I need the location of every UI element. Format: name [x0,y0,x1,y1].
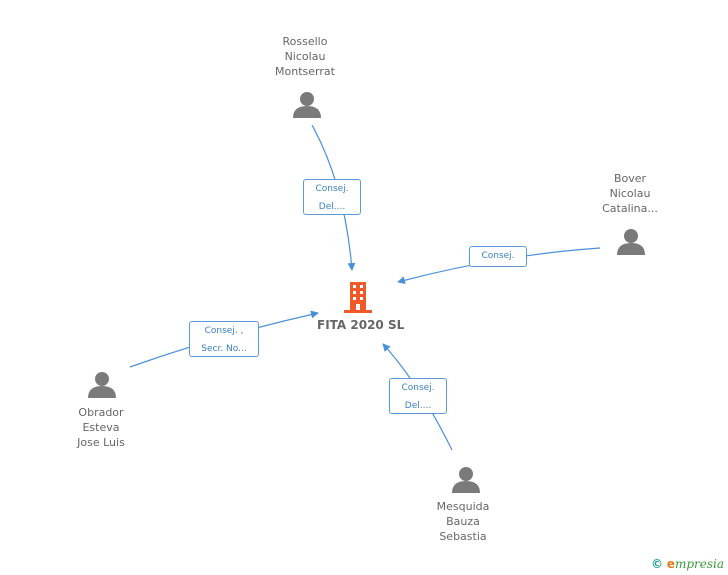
person-name-bover[interactable]: Bover Nicolau Catalina... [602,172,658,215]
copyright-icon: © [650,557,663,571]
footer-brand: © empresia [651,557,724,571]
role-label-obrador: Consej. , Secr. No... [189,321,259,357]
role-label-rossello: Consej. Del.... [303,179,361,215]
company-name[interactable]: FITA 2020 SL [317,318,405,332]
brand-logo-e: e [666,557,675,571]
person-name-obrador[interactable]: Obrador Esteva Jose Luis [77,406,125,449]
person-name-mesquida[interactable]: Mesquida Bauza Sebastia [436,500,490,543]
person-icon-bover[interactable] [617,229,645,255]
building-icon[interactable] [344,282,372,313]
role-label-mesquida: Consej. Del.... [389,378,447,414]
person-icon-rossello[interactable] [293,92,321,118]
person-icon-obrador[interactable] [88,372,116,398]
brand-logo-text: mpresia [674,557,724,571]
person-icon-mesquida[interactable] [452,467,480,493]
person-name-rossello[interactable]: Rossello Nicolau Montserrat [275,35,335,78]
role-label-bover: Consej. [469,246,527,267]
